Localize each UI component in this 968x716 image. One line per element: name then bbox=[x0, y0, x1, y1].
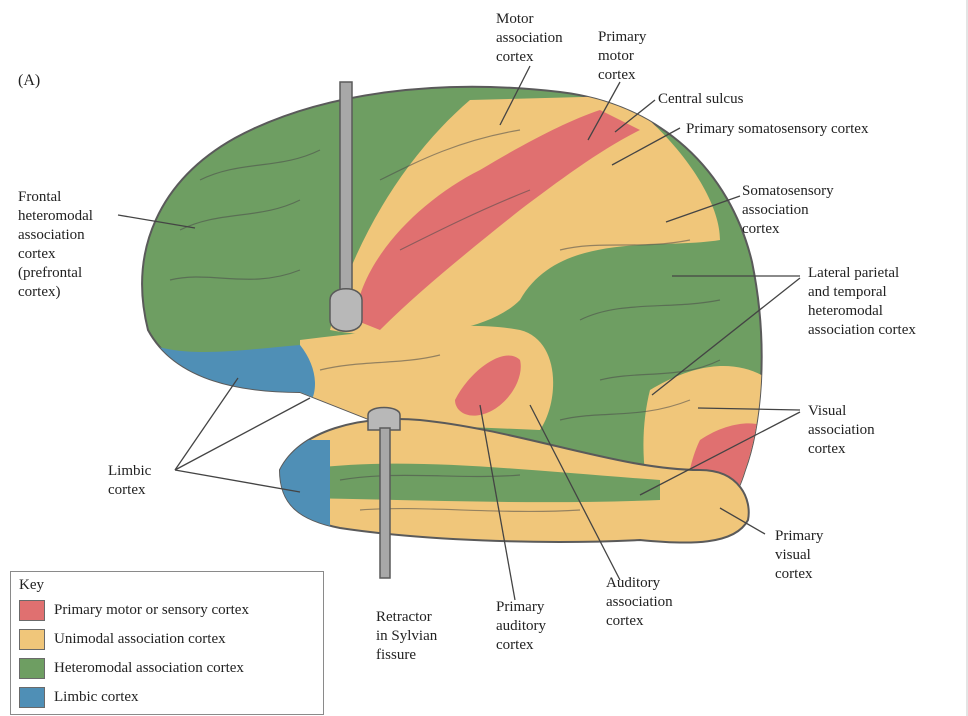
legend-item-heteromodal: Heteromodal association cortex bbox=[19, 656, 244, 680]
legend-key: Key Primary motor or sensory cortex Unim… bbox=[10, 571, 324, 715]
legend-label: Limbic cortex bbox=[54, 688, 139, 705]
label-primary-somatosensory: Primary somatosensory cortex bbox=[686, 121, 869, 137]
label-retractor: Retractor in Sylvian fissure bbox=[376, 609, 438, 663]
legend-item-limbic: Limbic cortex bbox=[19, 685, 139, 709]
label-somatosensory-association: Somatosensory association cortex bbox=[742, 183, 834, 237]
swatch-heteromodal bbox=[19, 657, 45, 679]
right-frame-line bbox=[966, 0, 968, 716]
label-visual-association: Visual association cortex bbox=[808, 403, 875, 457]
label-central-sulcus: Central sulcus bbox=[658, 91, 744, 107]
gyri-texture bbox=[169, 129, 721, 513]
limbic-temporal-pole bbox=[280, 440, 330, 540]
primary-auditory-patch bbox=[455, 355, 521, 416]
swatch-primary bbox=[19, 599, 45, 621]
label-primary-visual: Primary visual cortex bbox=[775, 528, 824, 582]
limbic-orbital bbox=[142, 340, 315, 416]
legend-label: Unimodal association cortex bbox=[54, 630, 226, 647]
legend-item-unimodal: Unimodal association cortex bbox=[19, 627, 226, 651]
primary-motor-strip bbox=[355, 110, 640, 330]
label-frontal-heteromodal: Frontal heteromodal association cortex (… bbox=[18, 189, 93, 300]
label-auditory-association: Auditory association cortex bbox=[606, 575, 673, 629]
legend-label: Heteromodal association cortex bbox=[54, 659, 244, 676]
retractor-upper bbox=[329, 81, 363, 332]
legend-label: Primary motor or sensory cortex bbox=[54, 601, 249, 618]
swatch-limbic bbox=[19, 686, 45, 708]
leader-lines bbox=[117, 65, 801, 601]
label-primary-auditory: Primary auditory cortex bbox=[496, 599, 546, 653]
legend-item-primary: Primary motor or sensory cortex bbox=[19, 598, 249, 622]
label-motor-association: Motor association cortex bbox=[496, 11, 563, 65]
label-primary-motor: Primary motor cortex bbox=[598, 29, 647, 83]
legend-title: Key bbox=[19, 577, 44, 593]
figure-letter: (A) bbox=[18, 72, 41, 89]
retractor-lower bbox=[367, 406, 401, 579]
label-lateral-parietal: Lateral parietal and temporal heteromoda… bbox=[808, 265, 916, 338]
label-limbic: Limbic cortex bbox=[108, 463, 152, 498]
swatch-unimodal bbox=[19, 628, 45, 650]
